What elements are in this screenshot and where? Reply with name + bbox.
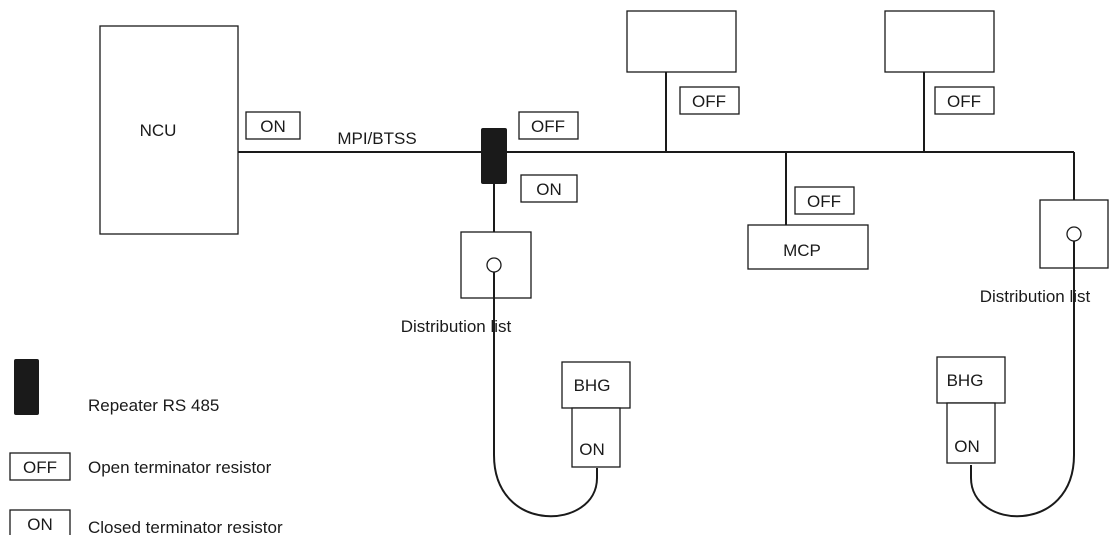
terminator-repeater-right: OFF: [518, 111, 579, 140]
terminator-bhg-left: ON: [571, 407, 621, 468]
terminator-repeater-right-label: OFF: [531, 117, 565, 136]
legend-off-text: Open terminator resistor: [88, 458, 272, 477]
terminator-top-device-2: OFF: [934, 86, 995, 115]
terminator-top-device-2-label: OFF: [947, 92, 981, 111]
legend-on-symbol: [9, 509, 71, 535]
terminator-repeater-down: ON: [520, 174, 578, 203]
mcp-label: MCP: [783, 241, 821, 260]
repeater-rs485: [481, 128, 507, 184]
legend: Repeater RS 485 OFF Open terminator resi…: [9, 359, 283, 535]
distribution-right-label: Distribution list: [980, 287, 1091, 306]
terminator-mcp-label: OFF: [807, 192, 841, 211]
distribution-left-label: Distribution list: [401, 317, 512, 336]
terminator-ncu: ON: [245, 111, 301, 140]
mcp-unit: MCP: [747, 224, 869, 270]
legend-off-symbol-label: OFF: [23, 458, 57, 477]
bus-label: MPI/BTSS: [337, 129, 416, 148]
distribution-box-left: [460, 231, 532, 299]
cable-right-bhg: [970, 241, 1075, 518]
terminator-top-device-1-label: OFF: [692, 92, 726, 111]
ncu-label: NCU: [140, 121, 177, 140]
terminator-mcp: OFF: [794, 186, 855, 215]
legend-on-text: Closed terminator resistor: [88, 518, 283, 535]
legend-off-symbol: [9, 452, 71, 481]
legend-repeater-text: Repeater RS 485: [88, 396, 219, 415]
ncu-unit: NCU: [99, 25, 239, 235]
terminator-repeater-down-label: ON: [536, 180, 562, 199]
cable-left-bhg: [493, 272, 598, 518]
legend-on-symbol-label: ON: [27, 515, 53, 534]
terminator-ncu-label: ON: [260, 117, 286, 136]
terminator-bhg-left-label: ON: [579, 440, 605, 459]
terminator-top-device-1: OFF: [679, 86, 740, 115]
top-device-2: [884, 10, 995, 73]
bhg-right-label: BHG: [947, 371, 984, 390]
bhg-left: BHG: [561, 361, 631, 409]
legend-repeater-symbol: [14, 359, 39, 415]
bhg-right: BHG: [936, 356, 1006, 404]
terminator-bhg-right: ON: [946, 402, 996, 464]
terminator-bhg-right-label: ON: [954, 437, 980, 456]
bhg-left-label: BHG: [574, 376, 611, 395]
top-device-1: [626, 10, 737, 73]
